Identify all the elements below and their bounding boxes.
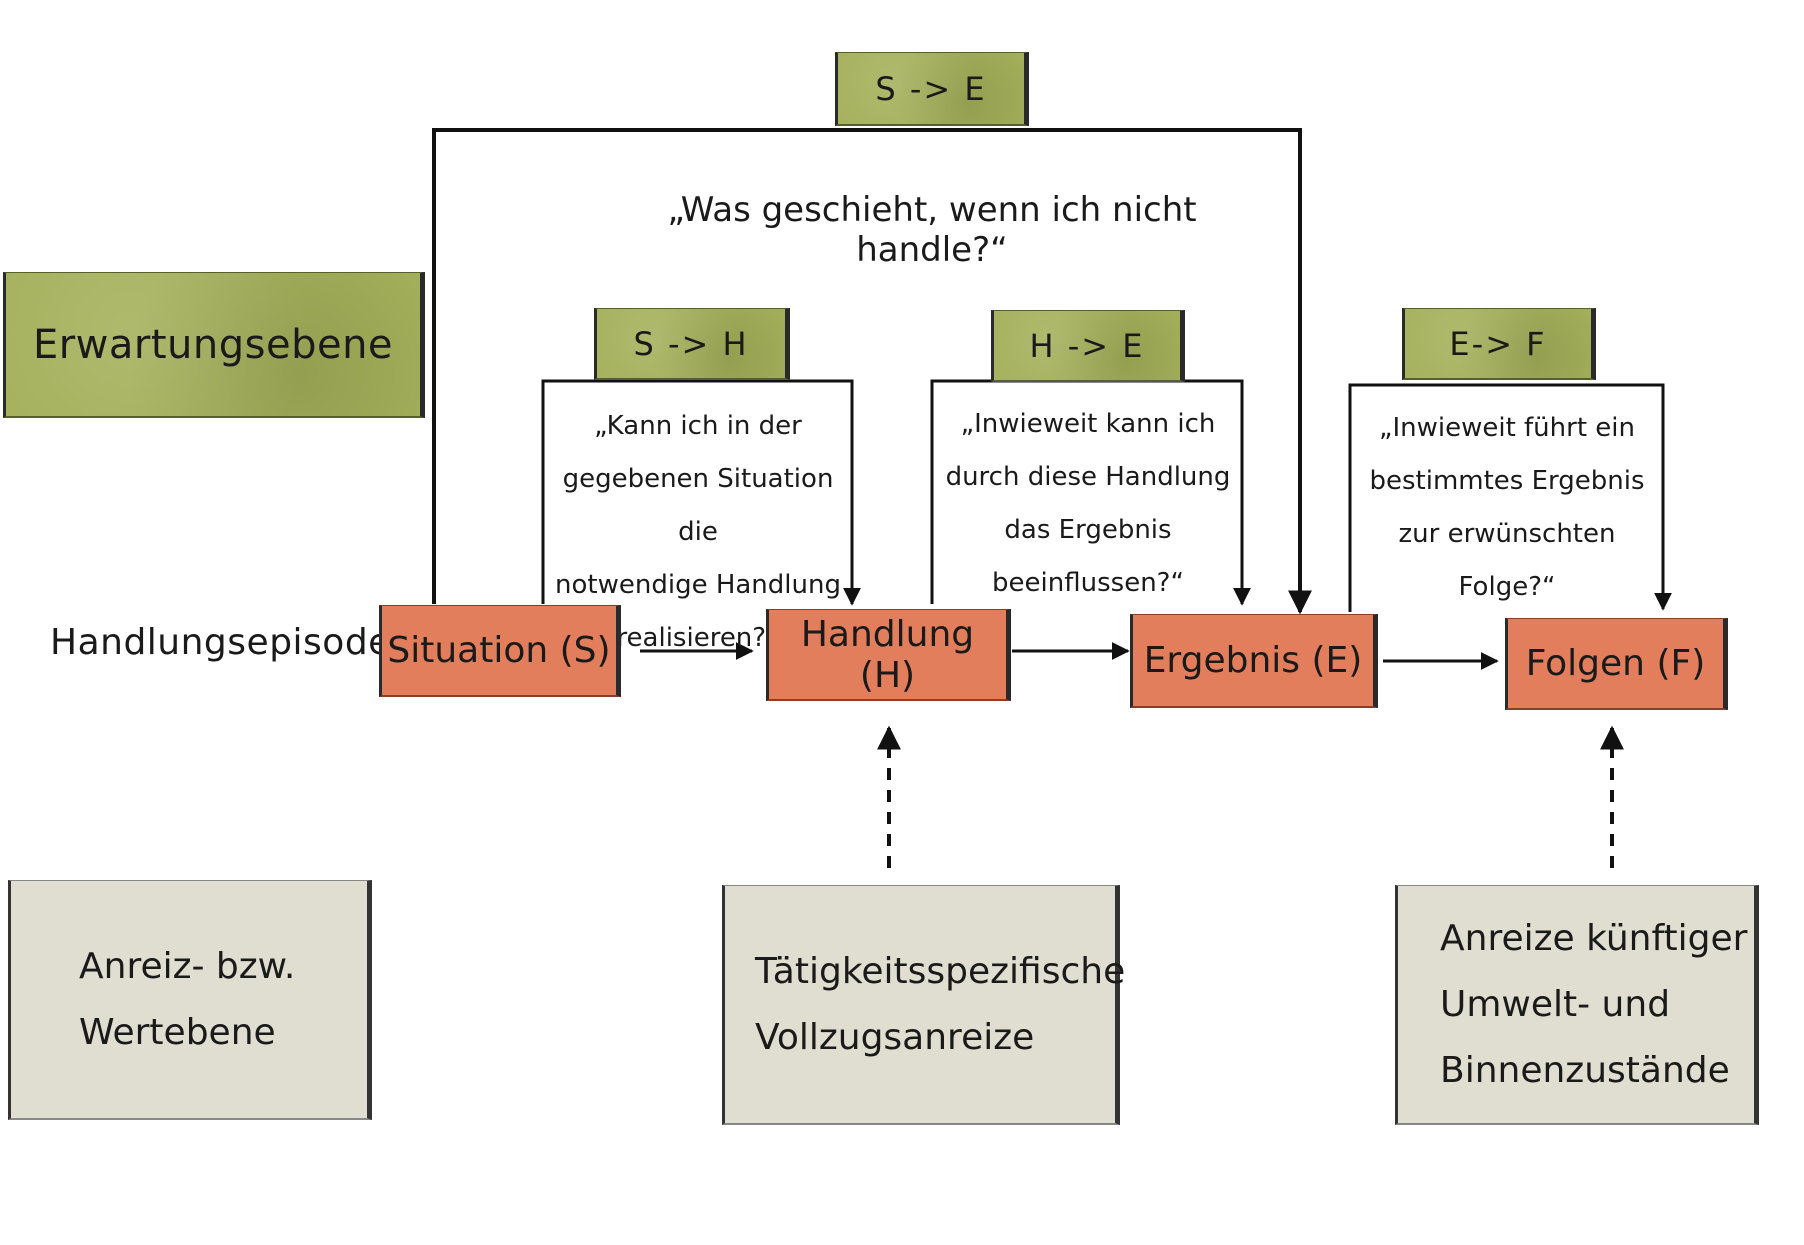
connector-s-h	[541, 379, 861, 606]
node-folgen: Folgen (F)	[1505, 618, 1728, 710]
question-s-e: „Was geschieht, wenn ich nicht handle?“	[667, 190, 1197, 270]
connector-s-e	[432, 128, 1312, 615]
tag-s-h: S -> H	[594, 308, 790, 380]
node-handlung: Handlung (H)	[766, 609, 1011, 701]
question-s-h: „Kann ich in der gegebenen Situation die…	[555, 411, 841, 653]
question-e-f: „Inwieweit führt ein bestimmtes Ergebnis…	[1369, 413, 1645, 602]
expectation-level-label: Erwartungsebene	[3, 272, 425, 418]
episode-level-label: Handlungsepisode	[50, 622, 391, 663]
value-level-label: Anreiz- bzw. Wertebene	[79, 945, 296, 1053]
connector-e-f	[1348, 383, 1672, 612]
tag-s-e: S -> E	[835, 52, 1029, 126]
tag-h-e: H -> E	[991, 310, 1185, 382]
incentive-activity-label: Tätigkeitsspezifische Vollzugsanreize	[755, 950, 1126, 1058]
incentive-future-box: Anreize künftiger Umwelt- und Binnenzust…	[1395, 885, 1759, 1125]
node-situation: Situation (S)	[379, 605, 621, 697]
tag-e-f: E-> F	[1402, 308, 1596, 380]
incentive-future-label: Anreize künftiger Umwelt- und Binnenzust…	[1440, 917, 1748, 1091]
value-level-box: Anreiz- bzw. Wertebene	[8, 880, 372, 1120]
question-h-e: „Inwieweit kann ich durch diese Handlung…	[945, 409, 1231, 598]
incentive-activity-box: Tätigkeitsspezifische Vollzugsanreize	[722, 885, 1125, 1125]
node-ergebnis: Ergebnis (E)	[1130, 614, 1378, 708]
